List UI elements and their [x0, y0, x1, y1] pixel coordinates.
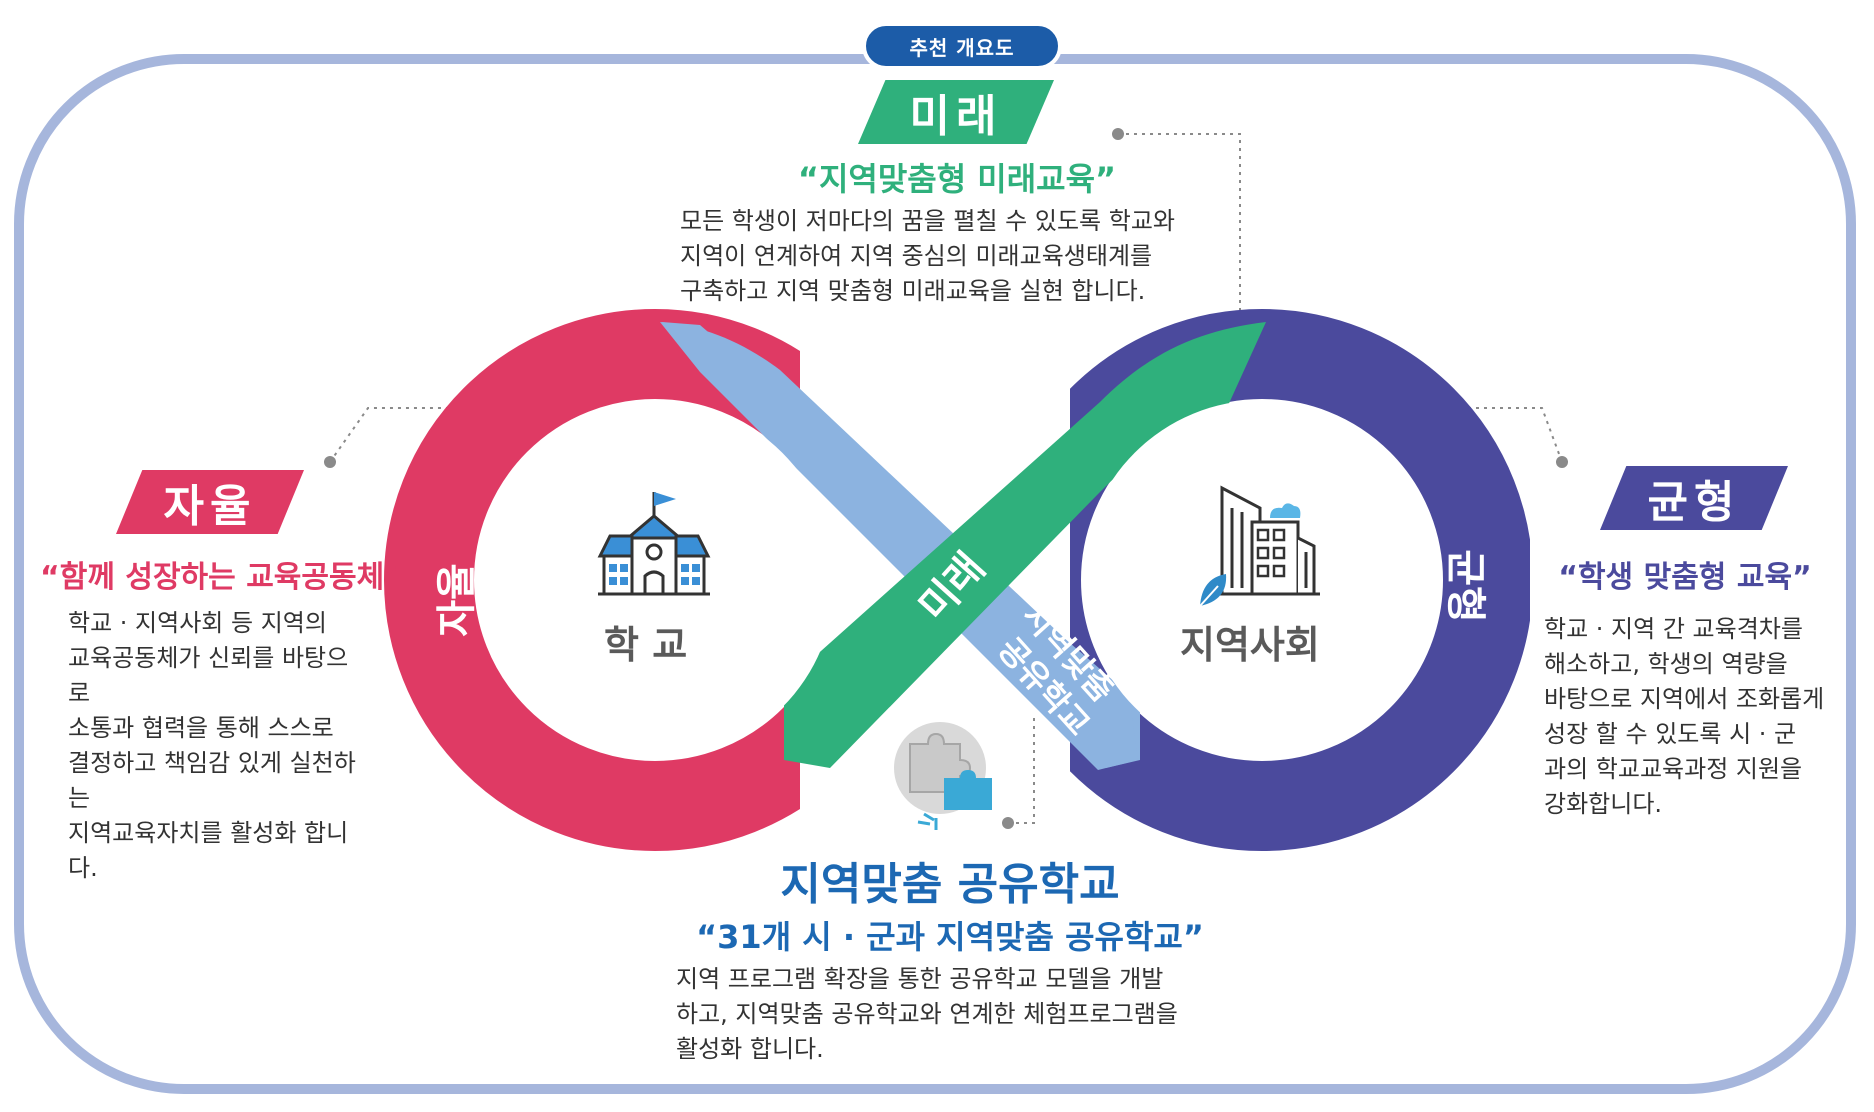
banner-balance: 균형 [1600, 466, 1788, 530]
desc-shared-school: 지역 프로그램 확장을 통한 공유학교 모델을 개발 하고, 지역맞춤 공유학교… [676, 962, 1256, 1067]
leaf-icon [1199, 574, 1227, 607]
desc-future: 모든 학생이 저마다의 꿈을 펼칠 수 있도록 학교와 지역이 연계하여 지역 … [680, 204, 1240, 309]
node-label-community: 지역사회 [1180, 623, 1320, 667]
band-label-autonomy: 자율 [434, 563, 480, 637]
banner-future: 미래 [858, 80, 1054, 144]
connector-dots [324, 128, 1568, 829]
connector-lines [329, 133, 1563, 824]
title-shared-school: 지역맞춤 공유학교 [780, 859, 1120, 910]
loop-left [384, 309, 800, 851]
desc-line: 학교 · 지역사회 등 지역의 [68, 609, 327, 637]
puzzle-icon [894, 722, 992, 830]
desc-line: 강화합니다. [1544, 790, 1663, 818]
tagline-balance: “학생 맞춤형 교육” [1558, 560, 1812, 595]
desc-line: 하고, 지역맞춤 공유학교와 연계한 체험프로그램을 [676, 1000, 1178, 1028]
band-shared-school-body [660, 322, 1138, 770]
school-icon [597, 492, 711, 596]
desc-line: 지역교육자치를 활성화 합니다. [68, 819, 349, 882]
tagline-autonomy: “함께 성장하는 교육공동체” [40, 560, 404, 595]
banner-autonomy: 자율 [116, 470, 304, 534]
desc-balance: 학교 · 지역 간 교육격차를 해소하고, 학생의 역량을 바탕으로 지역에서 … [1544, 612, 1844, 822]
band-label-balance: 균형 [1442, 549, 1488, 623]
desc-line: 성장 할 수 있도록 시 · 군 [1544, 720, 1797, 748]
buildings-icon [1214, 485, 1320, 596]
desc-autonomy: 학교 · 지역사회 등 지역의 교육공동체가 신뢰를 바탕으로 소통과 협력을 … [68, 606, 368, 886]
desc-line: 구축하고 지역 맞춤형 미래교육을 실현 합니다. [680, 277, 1146, 305]
desc-line: 과의 학교교육과정 지원을 [1544, 755, 1803, 783]
desc-line: 교육공동체가 신뢰를 바탕으로 [68, 644, 349, 707]
desc-line: 바탕으로 지역에서 조화롭게 [1544, 685, 1825, 713]
desc-line: 지역 프로그램 확장을 통한 공유학교 모델을 개발 [676, 965, 1164, 993]
desc-line: 해소하고, 학생의 역량을 [1544, 650, 1788, 678]
desc-line: 소통과 협력을 통해 스스로 [68, 714, 334, 742]
desc-line: 활성화 합니다. [676, 1035, 824, 1063]
desc-line: 지역이 연계하여 지역 중심의 미래교육생태계를 [680, 242, 1153, 270]
desc-line: 학교 · 지역 간 교육격차를 [1544, 615, 1803, 643]
desc-line: 결정하고 책임감 있게 실천하는 [68, 749, 356, 812]
band-future [784, 322, 1266, 768]
tagline-future: “지역맞춤형 미래교육” [797, 160, 1117, 198]
overview-badge: 추천 개요도 [862, 22, 1062, 70]
node-label-school: 학 교 [604, 623, 688, 667]
tagline-shared-school: “31개 시 · 군과 지역맞춤 공유학교” [696, 918, 1204, 956]
desc-line: 모든 학생이 저마다의 꿈을 펼칠 수 있도록 학교와 [680, 207, 1176, 235]
loop-right [1070, 309, 1530, 851]
